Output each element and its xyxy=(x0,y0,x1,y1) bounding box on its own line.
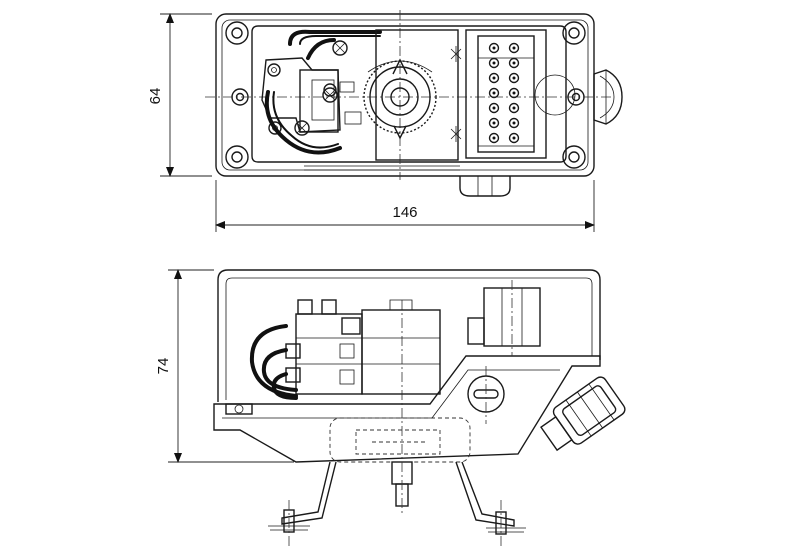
side-view xyxy=(213,269,626,546)
terminal-block-body xyxy=(477,35,535,153)
base-plate xyxy=(213,355,601,463)
setpoint-knob-side xyxy=(467,366,505,424)
dimension-label-146: 146 xyxy=(392,204,417,221)
terminal-hole xyxy=(488,132,500,144)
housing-cavity xyxy=(251,25,567,163)
terminal-hole xyxy=(508,102,520,114)
terminal-hole xyxy=(488,102,500,114)
terminal-hole-center xyxy=(512,121,516,125)
cam-window xyxy=(534,74,576,116)
center-shaft xyxy=(391,300,413,516)
terminal-hole xyxy=(508,132,520,144)
terminal-hole-center xyxy=(512,91,516,95)
bottom-nut-top-view xyxy=(459,176,511,197)
terminal-hole-center xyxy=(512,61,516,65)
cable-gland-side xyxy=(540,376,626,452)
corner-screw-tl xyxy=(225,21,249,45)
dial-pointer xyxy=(392,58,408,75)
corner-screw-bl xyxy=(225,145,249,169)
dimension-label-74: 74 xyxy=(155,358,172,375)
terminal-hole-center xyxy=(492,136,496,140)
potentiometer-side xyxy=(467,280,541,356)
terminal-hole-center xyxy=(492,121,496,125)
terminal-hole xyxy=(508,57,520,69)
dial-screw-bottom xyxy=(450,126,462,142)
terminal-hole xyxy=(508,87,520,99)
microswitch xyxy=(261,57,362,135)
dial-screw-top xyxy=(450,46,462,62)
wiring-top-view xyxy=(264,29,382,155)
hidden-mount-boss xyxy=(329,417,471,463)
terminal-hole-center xyxy=(512,136,516,140)
dial-plate xyxy=(375,29,459,161)
terminal-hole xyxy=(508,117,520,129)
dimension-height-side: 74 xyxy=(155,269,294,463)
base-screw-left xyxy=(225,403,253,415)
terminal-hole-center xyxy=(492,61,496,65)
microswitch-stack xyxy=(285,299,363,395)
corner-screw-tr xyxy=(562,21,586,45)
terminal-hole xyxy=(508,42,520,54)
terminal-block xyxy=(465,29,547,159)
terminal-hole-center xyxy=(492,76,496,80)
cover-outline xyxy=(217,269,601,402)
terminal-hole-center xyxy=(492,106,496,110)
dial-housing-side xyxy=(361,299,441,395)
dimension-width-top: 146 xyxy=(215,180,595,232)
dimension-label-64: 64 xyxy=(147,88,164,105)
terminal-block-frame xyxy=(465,29,547,159)
terminal-hole xyxy=(488,87,500,99)
bracket-left xyxy=(268,461,337,546)
dial-hub xyxy=(390,87,410,107)
cable-gland-top xyxy=(593,69,623,125)
terminal-hole-center xyxy=(512,76,516,80)
terminal-hole xyxy=(508,72,520,84)
housing-inner-edge xyxy=(221,19,589,171)
top-view xyxy=(205,10,623,197)
wiring-side-view xyxy=(249,324,298,400)
terminal-screw-2 xyxy=(322,87,338,103)
dial-inner xyxy=(381,78,419,116)
terminal-screw-1 xyxy=(332,40,348,56)
terminal-screw-3 xyxy=(294,120,310,136)
bracket-right xyxy=(455,461,526,546)
terminal-holes xyxy=(488,42,520,144)
terminal-hole-center xyxy=(492,91,496,95)
terminal-hole-center xyxy=(492,46,496,50)
setpoint-dial xyxy=(363,29,459,161)
dial-tail xyxy=(393,125,407,140)
terminal-hole xyxy=(488,117,500,129)
dial-outer xyxy=(369,66,431,128)
dimension-height-top: 64 xyxy=(147,13,212,177)
terminal-hole xyxy=(488,42,500,54)
corner-screw-br xyxy=(562,145,586,169)
terminal-hole xyxy=(488,72,500,84)
terminal-hole xyxy=(488,57,500,69)
terminal-hole-center xyxy=(512,46,516,50)
terminal-hole-center xyxy=(512,106,516,110)
